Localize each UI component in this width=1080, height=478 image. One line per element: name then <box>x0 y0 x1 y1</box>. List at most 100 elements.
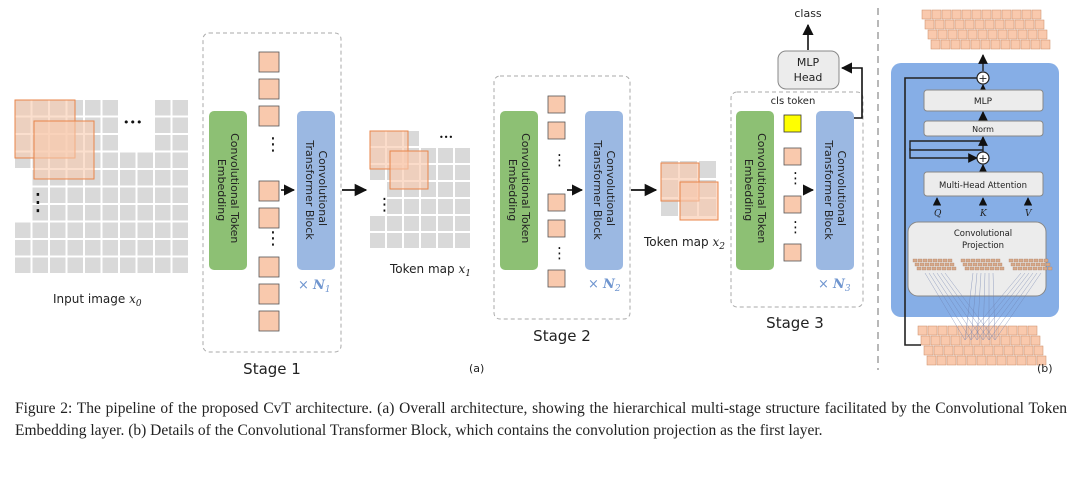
projection-slab-cell <box>1022 266 1028 271</box>
projection-slab-cell <box>1018 258 1024 263</box>
token <box>258 207 280 229</box>
projection-slab-cell <box>962 262 968 267</box>
grid-cell <box>404 199 419 214</box>
grid-cell <box>661 199 678 216</box>
grid-cell <box>172 100 188 116</box>
grid-cell <box>137 152 153 168</box>
slab-cell <box>1023 345 1034 356</box>
projection-slab-cell <box>931 266 937 271</box>
token <box>258 310 280 332</box>
token <box>258 51 280 73</box>
slab-cell <box>966 355 977 366</box>
slab-cell <box>1001 9 1012 20</box>
output-token-slab <box>921 9 1051 50</box>
slab-cell <box>1016 355 1027 366</box>
slab-cell <box>1021 9 1032 20</box>
projection-slab-cell <box>934 262 940 267</box>
grid-cell <box>438 233 453 248</box>
projection-slab-cell <box>964 266 970 271</box>
grid-cell <box>120 240 136 256</box>
slab-cell <box>947 29 958 40</box>
slab-cell <box>960 39 971 50</box>
projection-slab-cell <box>924 262 930 267</box>
projection-slab-cell <box>995 258 1001 263</box>
input-dots-vertical: ⋮ <box>26 188 50 216</box>
projection-slab-cell <box>970 258 976 263</box>
grid-cell <box>102 240 118 256</box>
svg-text:MLP: MLP <box>974 97 993 107</box>
mlp-head-box: MLP Head <box>777 50 840 90</box>
svg-text:Convolutional Transforme: Convolutional Transformer Block <box>822 139 848 240</box>
grid-cell <box>172 222 188 238</box>
vertical-ellipsis: ⋮ <box>264 228 282 249</box>
grid-cell <box>137 205 153 221</box>
projection-slab-cell <box>936 266 942 271</box>
slab-cell <box>937 325 948 336</box>
projection-slab-cell <box>987 262 993 267</box>
projection-slab-cell <box>1032 266 1038 271</box>
grid-cell <box>155 240 171 256</box>
projection-slab-cell <box>927 258 933 263</box>
grid-cell <box>172 205 188 221</box>
projection-slab-cell <box>1010 262 1016 267</box>
kernel-window <box>33 120 95 180</box>
slab-cell <box>930 39 941 50</box>
projection-slab-cell <box>1045 262 1051 267</box>
projection-slab-cell <box>989 266 995 271</box>
slab-cell <box>993 345 1004 356</box>
projection-slab-cell <box>1027 266 1033 271</box>
input-token-slab <box>917 325 1047 366</box>
slab-cell <box>977 29 988 40</box>
svg-text:Projection: Projection <box>962 241 1004 251</box>
grid-cell <box>404 233 419 248</box>
v-label: V <box>1025 209 1033 219</box>
slab-cell <box>971 9 982 20</box>
residual-add-top: + <box>976 71 990 85</box>
input-dots-horizontal: ••• <box>123 116 142 129</box>
slab-cell <box>983 345 994 356</box>
grid-cell <box>155 205 171 221</box>
projection-slab-cell <box>977 262 983 267</box>
svg-text:MLP: MLP <box>797 56 820 69</box>
slab-cell <box>921 9 932 20</box>
projection-line <box>944 272 996 341</box>
grid-cell <box>85 257 101 273</box>
slab-cell <box>991 9 1002 20</box>
grid-cell <box>120 257 136 273</box>
grid-cell <box>172 257 188 273</box>
residual-connection-inner-2 <box>909 140 983 163</box>
projection-line <box>940 272 990 341</box>
grid-cell <box>50 205 66 221</box>
arrow-to-mlp-head <box>840 62 863 119</box>
slab-cell <box>1027 325 1038 336</box>
grid-cell <box>120 222 136 238</box>
token-map1-dots-horizontal: ••• <box>439 133 453 142</box>
projection-slab-cell <box>1042 266 1048 271</box>
grid-cell <box>155 187 171 203</box>
projection-slab-cell <box>1037 266 1043 271</box>
token-map2-label: Token map x2 <box>643 235 725 252</box>
projection-slab-cell <box>1008 258 1014 263</box>
projection-lines <box>924 272 1042 341</box>
projection-line <box>936 272 984 341</box>
slab-cell <box>1004 19 1015 30</box>
slab-cell <box>973 345 984 356</box>
slab-cell <box>997 29 1008 40</box>
mlp-block: MLP <box>923 89 1044 112</box>
slab-cell <box>1010 335 1021 346</box>
stage3-token-column: ⋮⋮ <box>783 147 803 262</box>
stage3-box <box>730 91 864 308</box>
grid-cell <box>155 135 171 151</box>
stage2-label: Stage 2 <box>533 327 591 345</box>
grid-cell <box>120 170 136 186</box>
grid-cell <box>155 117 171 133</box>
stage2-box <box>493 75 631 320</box>
projection-line <box>976 272 1030 341</box>
projection-slab-cell <box>992 262 998 267</box>
norm-block: Norm <box>923 120 1044 137</box>
token-map1-grid <box>369 130 470 248</box>
slab-cell <box>970 39 981 50</box>
token <box>258 105 280 127</box>
grid-cell <box>102 257 118 273</box>
k-label: K <box>979 209 988 219</box>
